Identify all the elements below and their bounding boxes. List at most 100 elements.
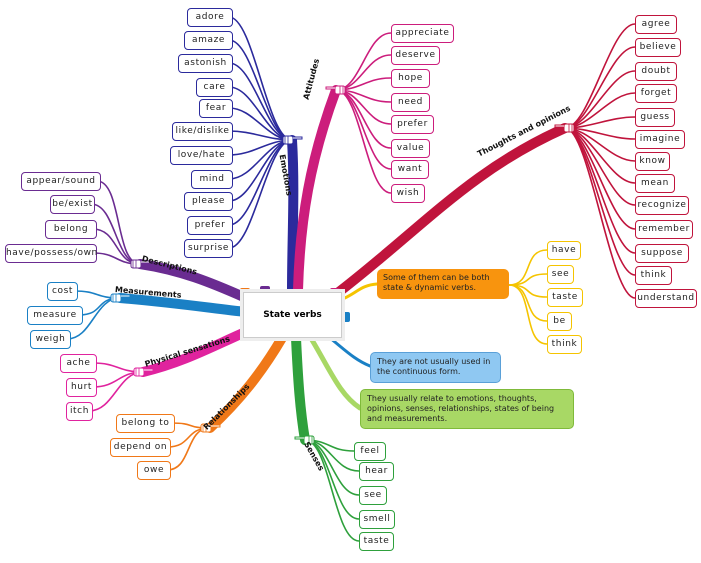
central-topic-title: State verbs (263, 310, 322, 320)
thoughts-branch-trunk (330, 123, 570, 300)
emotions-leaf-mind[interactable]: mind (191, 170, 233, 189)
emotions-leaf-prefer[interactable]: prefer (187, 216, 233, 235)
senses-leaf-feel[interactable]: feel (354, 442, 386, 461)
thoughts-leaf-agree[interactable]: agree (635, 15, 677, 34)
emotions-connector (228, 16, 293, 141)
dynamic-leaf-see[interactable]: see (547, 265, 574, 284)
attitudes-connector (335, 32, 392, 91)
attitudes-pointing-hand-icon (325, 85, 346, 95)
thoughts-leaf-recognize[interactable]: recognize (635, 196, 689, 215)
dynamic-leaf-have[interactable]: have (547, 241, 581, 260)
attitudes-leaf-appreciate[interactable]: appreciate (391, 24, 454, 43)
attitudes-leaf-deserve[interactable]: deserve (391, 46, 440, 65)
continuous-note[interactable]: They are not usually used in the continu… (370, 352, 501, 383)
thoughts-leaf-forget[interactable]: forget (635, 84, 677, 103)
thoughts-leaf-suppose[interactable]: suppose (635, 244, 689, 263)
relationships-pointing-hand-icon (200, 423, 221, 433)
continuous-note-connector (328, 336, 372, 368)
emotions-leaf-please[interactable]: please (184, 192, 233, 211)
puzzle-piece-decoration (340, 312, 350, 322)
senses-branch-trunk (291, 333, 310, 445)
descriptions-connector (90, 203, 141, 265)
emotions-connector (228, 62, 293, 141)
descriptions-leaf-appear-sound[interactable]: appear/sound (21, 172, 101, 191)
descriptions-pointing-hand-icon (130, 259, 151, 269)
physical-branch-trunk (138, 325, 255, 377)
relationships-leaf-belong-to[interactable]: belong to (116, 414, 175, 433)
thoughts-connector (564, 127, 636, 254)
senses-leaf-taste[interactable]: taste (359, 532, 394, 551)
attitudes-leaf-value[interactable]: value (391, 139, 430, 158)
thoughts-connector (564, 70, 636, 129)
physical-leaf-hurt[interactable]: hurt (66, 378, 97, 397)
descriptions-leaf-belong[interactable]: belong (45, 220, 97, 239)
thoughts-leaf-think[interactable]: think (635, 266, 672, 285)
descriptions-leaf-have-possess-own[interactable]: have/possess/own (5, 244, 97, 263)
measurements-branch-trunk (115, 293, 251, 317)
emotions-leaf-care[interactable]: care (196, 78, 233, 97)
thoughts-connector (564, 127, 636, 299)
physical-leaf-ache[interactable]: ache (60, 354, 97, 373)
thoughts-pointing-hand-icon (554, 123, 575, 133)
descriptions-branch-trunk (135, 259, 251, 303)
thoughts-connector (564, 127, 636, 206)
emotions-leaf-adore[interactable]: adore (187, 8, 233, 27)
physical-connector (88, 371, 144, 412)
emotions-leaf-love-hate[interactable]: love/hate (170, 146, 233, 165)
relate-note-connector (309, 337, 363, 411)
relate-note[interactable]: They usually relate to emotions, thought… (360, 389, 574, 429)
senses-leaf-see[interactable]: see (359, 486, 387, 505)
relationships-connector (166, 427, 211, 471)
attitudes-branch-trunk (293, 85, 341, 295)
emotions-pointing-hand-icon (282, 135, 303, 145)
dynamic-verbs-note-text: Some of them can be both state & dynamic… (383, 273, 490, 292)
dynamic-leaf-be[interactable]: be (547, 312, 572, 331)
emotions-leaf-amaze[interactable]: amaze (184, 31, 233, 50)
emotions-leaf-like-dislike[interactable]: like/dislike (172, 122, 233, 141)
attitudes-connector (335, 89, 392, 194)
attitudes-leaf-prefer[interactable]: prefer (391, 115, 434, 134)
dynamic-verbs-note[interactable]: Some of them can be both state & dynamic… (377, 269, 509, 299)
relationships-leaf-owe[interactable]: owe (137, 461, 171, 480)
continuous-note-text: They are not usually used in the continu… (377, 357, 491, 376)
thoughts-connector (564, 46, 636, 129)
senses-leaf-hear[interactable]: hear (359, 462, 394, 481)
attitudes-leaf-hope[interactable]: hope (391, 69, 430, 88)
measurements-pointing-hand-icon (110, 293, 131, 303)
thoughts-leaf-doubt[interactable]: doubt (635, 62, 677, 81)
thoughts-leaf-believe[interactable]: believe (635, 38, 681, 57)
dynamic-note-connector (338, 282, 379, 302)
senses-pointing-hand-icon (294, 435, 315, 445)
thoughts-leaf-mean[interactable]: mean (635, 174, 675, 193)
thoughts-leaf-know[interactable]: know (635, 152, 670, 171)
measurements-leaf-weigh[interactable]: weigh (30, 330, 71, 349)
dynamic-leaf-taste[interactable]: taste (547, 288, 583, 307)
thoughts-connector (564, 23, 636, 129)
emotions-connector (228, 139, 293, 249)
measurements-leaf-measure[interactable]: measure (27, 306, 83, 325)
central-topic[interactable]: State verbs (243, 292, 342, 338)
attitudes-leaf-wish[interactable]: wish (391, 184, 425, 203)
relationships-leaf-depend-on[interactable]: depend on (110, 438, 171, 457)
physical-leaf-itch[interactable]: itch (66, 402, 93, 421)
dynamic-leaf-think[interactable]: think (547, 335, 582, 354)
descriptions-leaf-be-exist[interactable]: be/exist (50, 195, 95, 214)
emotions-leaf-surprise[interactable]: surprise (184, 239, 233, 258)
relate-note-text: They usually relate to emotions, thought… (367, 394, 555, 423)
attitudes-leaf-need[interactable]: need (391, 93, 430, 112)
relationships-branch-trunk (205, 333, 287, 433)
thoughts-leaf-imagine[interactable]: imagine (635, 130, 685, 149)
emotions-leaf-fear[interactable]: fear (199, 99, 233, 118)
measurements-leaf-cost[interactable]: cost (47, 282, 78, 301)
senses-leaf-smell[interactable]: smell (359, 510, 395, 529)
emotions-branch-trunk (287, 135, 299, 295)
dynamic-connector (508, 273, 548, 286)
attitudes-leaf-want[interactable]: want (391, 160, 429, 179)
emotions-leaf-astonish[interactable]: astonish (178, 54, 233, 73)
thoughts-leaf-understand[interactable]: understand (635, 289, 697, 308)
dynamic-connector (508, 284, 548, 345)
thoughts-leaf-guess[interactable]: guess (635, 108, 675, 127)
thoughts-leaf-remember[interactable]: remember (635, 220, 693, 239)
